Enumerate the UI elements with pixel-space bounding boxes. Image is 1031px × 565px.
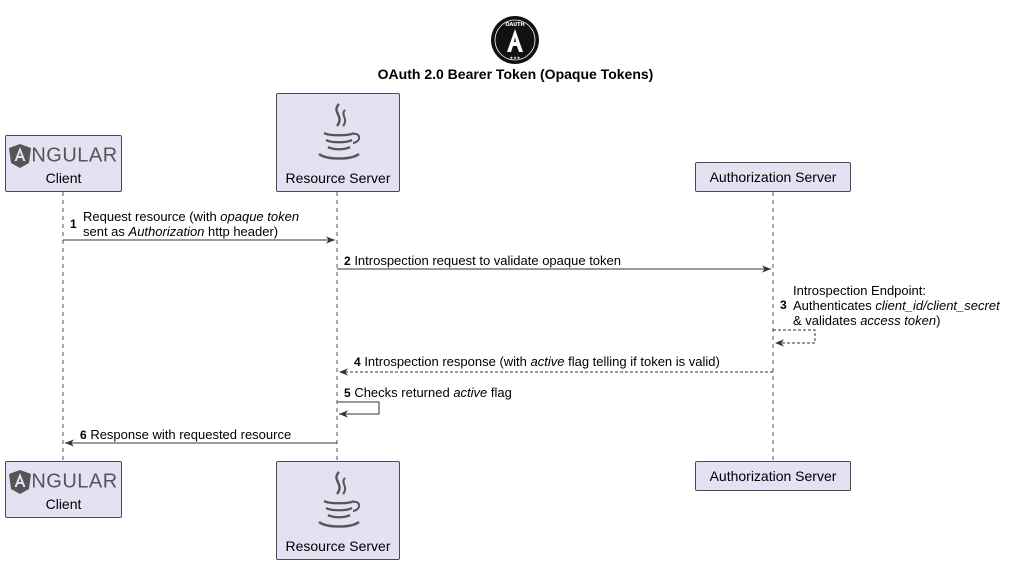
angular-icon bbox=[9, 144, 32, 168]
java-icon bbox=[318, 103, 361, 160]
message-2: 2 Introspection request to validate opaq… bbox=[344, 253, 621, 269]
message-3-line-3: & validates access token) bbox=[793, 313, 941, 328]
message-number: 4 bbox=[354, 355, 361, 369]
participant-client-label: Client bbox=[45, 170, 82, 186]
svg-text:★★★: ★★★ bbox=[510, 55, 521, 60]
diagram-title: OAuth 2.0 Bearer Token (Opaque Tokens) bbox=[377, 66, 654, 82]
message-6: 6 Response with requested resource bbox=[80, 427, 291, 443]
message-number: 6 bbox=[80, 428, 87, 442]
message-number: 2 bbox=[344, 254, 351, 268]
angular-logo: NGULAR bbox=[6, 470, 121, 498]
participant-resource-server-top: Resource Server bbox=[276, 93, 400, 192]
arrow-3 bbox=[773, 329, 816, 347]
participant-client-top: NGULAR Client bbox=[5, 135, 122, 192]
message-3-line-1: Introspection Endpoint: bbox=[793, 283, 926, 298]
participant-resource-server-label: Resource Server bbox=[285, 170, 391, 186]
message-1-line-2: sent as Authorization http header) bbox=[83, 224, 279, 239]
message-5: 5 Checks returned active flag bbox=[344, 385, 512, 400]
angular-logo-text: NGULAR bbox=[31, 470, 118, 493]
oauth-logo: OAUTH ★★★ bbox=[490, 15, 540, 65]
message-number: 5 bbox=[344, 386, 351, 400]
message-2-text: Introspection request to validate opaque… bbox=[354, 253, 621, 268]
participant-authorization-server-label: Authorization Server bbox=[709, 468, 837, 484]
message-1-line-1: Request resource (with opaque token bbox=[83, 209, 300, 224]
java-icon bbox=[318, 471, 361, 528]
message-3-line-2: Authenticates client_id/client_secret bbox=[793, 298, 1000, 313]
participant-resource-server-bottom: Resource Server bbox=[276, 461, 400, 560]
message-4: 4 Introspection response (with active fl… bbox=[354, 354, 720, 369]
participant-authorization-server-label: Authorization Server bbox=[709, 169, 837, 185]
svg-text:OAUTH: OAUTH bbox=[505, 22, 525, 28]
participant-authorization-server-bottom: Authorization Server bbox=[695, 461, 851, 491]
participant-client-bottom: NGULAR Client bbox=[5, 461, 122, 518]
angular-logo-text: NGULAR bbox=[31, 144, 118, 167]
message-number: 1 bbox=[70, 217, 77, 231]
angular-icon bbox=[9, 470, 32, 494]
message-1: 1 Request resource (with opaque token se… bbox=[70, 209, 299, 239]
participant-client-label: Client bbox=[45, 496, 82, 512]
participant-resource-server-label: Resource Server bbox=[285, 538, 391, 554]
arrow-5 bbox=[337, 401, 380, 418]
message-6-text: Response with requested resource bbox=[90, 427, 292, 442]
angular-logo: NGULAR bbox=[6, 144, 121, 172]
message-3: 3 Introspection Endpoint: Authenticates … bbox=[780, 283, 1000, 328]
message-number: 3 bbox=[780, 298, 787, 312]
participant-authorization-server-top: Authorization Server bbox=[695, 162, 851, 192]
